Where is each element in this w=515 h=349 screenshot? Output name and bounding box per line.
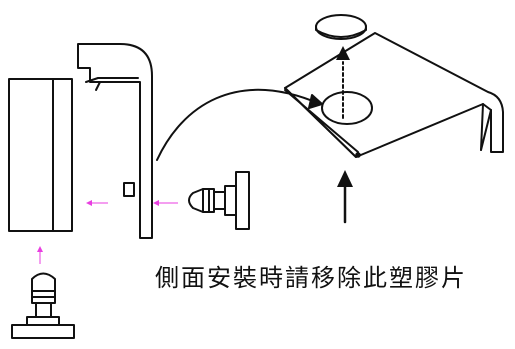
caption: 側面安裝時請移除此塑膠片 <box>155 264 467 292</box>
plate-hole <box>321 91 373 125</box>
side-mount-bracket <box>77 43 153 239</box>
guide-arrows <box>37 200 178 264</box>
round-plastic-piece <box>315 14 367 40</box>
curved-arrow-head <box>308 94 323 109</box>
screw-vertical <box>11 272 75 339</box>
upward-arrow-head <box>337 170 353 187</box>
screw-horizontal <box>188 171 250 230</box>
dotted-removal-arrow-head <box>336 46 350 60</box>
plastic-plate <box>284 32 504 158</box>
wall-base-unit <box>8 78 73 232</box>
mounting-tab <box>123 182 135 197</box>
curved-arrow <box>156 88 321 161</box>
